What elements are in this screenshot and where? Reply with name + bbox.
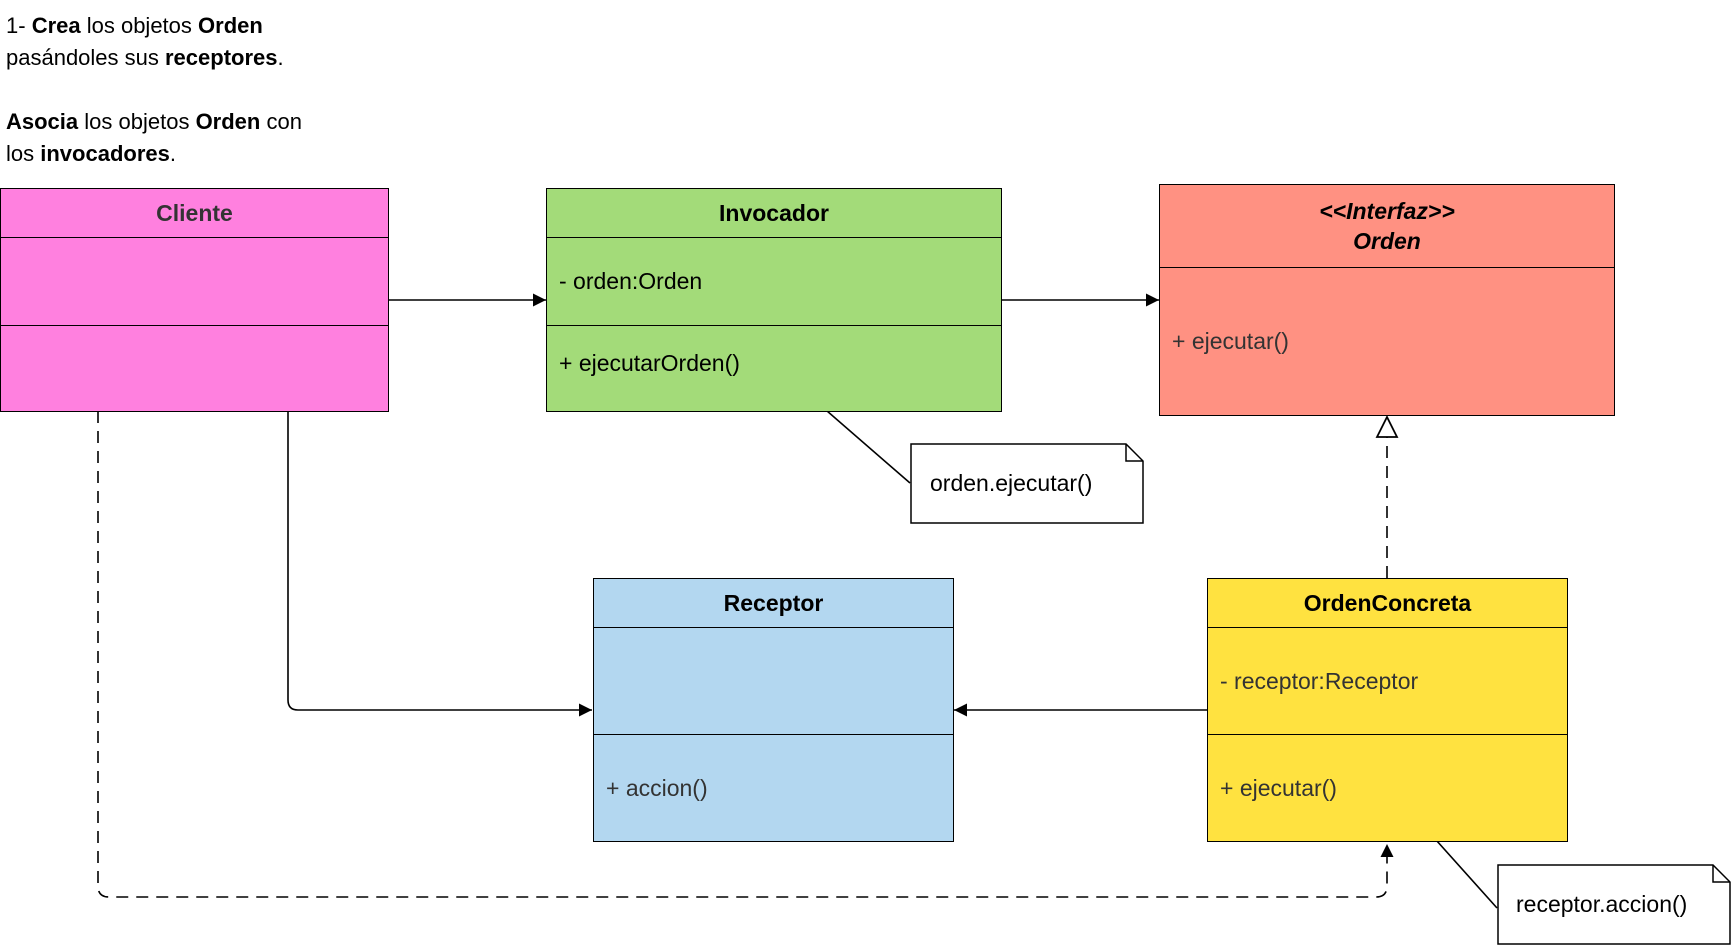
class-header: Invocador: [547, 189, 1001, 238]
class-attributes: [594, 628, 953, 735]
desc-text: 1-: [6, 13, 32, 38]
note-ordenconcreta[interactable]: receptor.accion(): [1497, 864, 1731, 945]
method-text: + ejecutar(): [1220, 774, 1337, 801]
class-attributes: - receptor:Receptor: [1208, 628, 1567, 735]
class-methods: [1, 326, 388, 411]
desc-text: los: [6, 141, 41, 166]
attribute-text: - receptor:Receptor: [1220, 667, 1419, 694]
method-text: + accion(): [606, 774, 708, 801]
class-name: OrdenConcreta: [1303, 590, 1472, 616]
class-name: Invocador: [719, 200, 829, 226]
class-name: Cliente: [156, 200, 233, 226]
description-paragraph-2: Asocia los objetos Orden con los invocad…: [6, 106, 302, 170]
description-text: 1- Crea los objetos Orden pasándoles sus…: [6, 10, 302, 202]
desc-bold: Orden: [198, 13, 263, 38]
class-stereotype: <<Interfaz>>: [1319, 198, 1455, 224]
class-methods: + ejecutarOrden(): [547, 326, 1001, 411]
note-shape: [910, 443, 1144, 524]
class-header: OrdenConcreta: [1208, 579, 1567, 628]
description-paragraph-1: 1- Crea los objetos Orden pasándoles sus…: [6, 10, 302, 74]
desc-text: .: [277, 45, 284, 70]
desc-bold: receptores: [165, 45, 278, 70]
class-cliente[interactable]: Cliente: [0, 188, 389, 412]
class-name: Receptor: [723, 590, 824, 616]
class-receptor[interactable]: Receptor + accion(): [593, 578, 954, 842]
desc-bold: Orden: [195, 109, 261, 134]
note-invocador[interactable]: orden.ejecutar(): [910, 443, 1144, 524]
association-cliente-receptor: [287, 411, 592, 717]
method-text: + ejecutarOrden(): [559, 350, 740, 376]
desc-bold: Asocia: [6, 109, 79, 134]
class-attributes: - orden:Orden: [547, 238, 1001, 326]
desc-text: .: [169, 141, 176, 166]
class-header: Cliente: [1, 189, 388, 238]
note-text: receptor.accion(): [1516, 891, 1688, 917]
class-invocador[interactable]: Invocador - orden:Orden + ejecutarOrden(…: [546, 188, 1002, 412]
desc-bold: Crea: [31, 13, 81, 38]
dependency-cliente-ordenconcreta: [97, 411, 1394, 898]
desc-text: con: [260, 109, 302, 134]
class-ordenconcreta[interactable]: OrdenConcreta - receptor:Receptor + ejec…: [1207, 578, 1568, 842]
desc-text: los objetos: [78, 109, 196, 134]
note-shape: [1497, 864, 1731, 945]
class-methods: + ejecutar(): [1208, 735, 1567, 841]
desc-text: los objetos: [80, 13, 199, 38]
class-attributes: [1, 238, 388, 326]
note-text: orden.ejecutar(): [930, 470, 1093, 496]
method-text: + ejecutar(): [1172, 328, 1289, 354]
class-header: Receptor: [594, 579, 953, 628]
class-orden-interface[interactable]: <<Interfaz>> Orden + ejecutar(): [1159, 184, 1615, 416]
desc-bold: invocadores: [40, 141, 170, 166]
attribute-text: - orden:Orden: [559, 268, 703, 294]
desc-text: pasándoles sus: [6, 45, 165, 70]
class-methods: + ejecutar(): [1160, 268, 1614, 415]
class-name: Orden: [1353, 228, 1421, 254]
class-header: <<Interfaz>> Orden: [1160, 185, 1614, 268]
class-methods: + accion(): [594, 735, 953, 841]
